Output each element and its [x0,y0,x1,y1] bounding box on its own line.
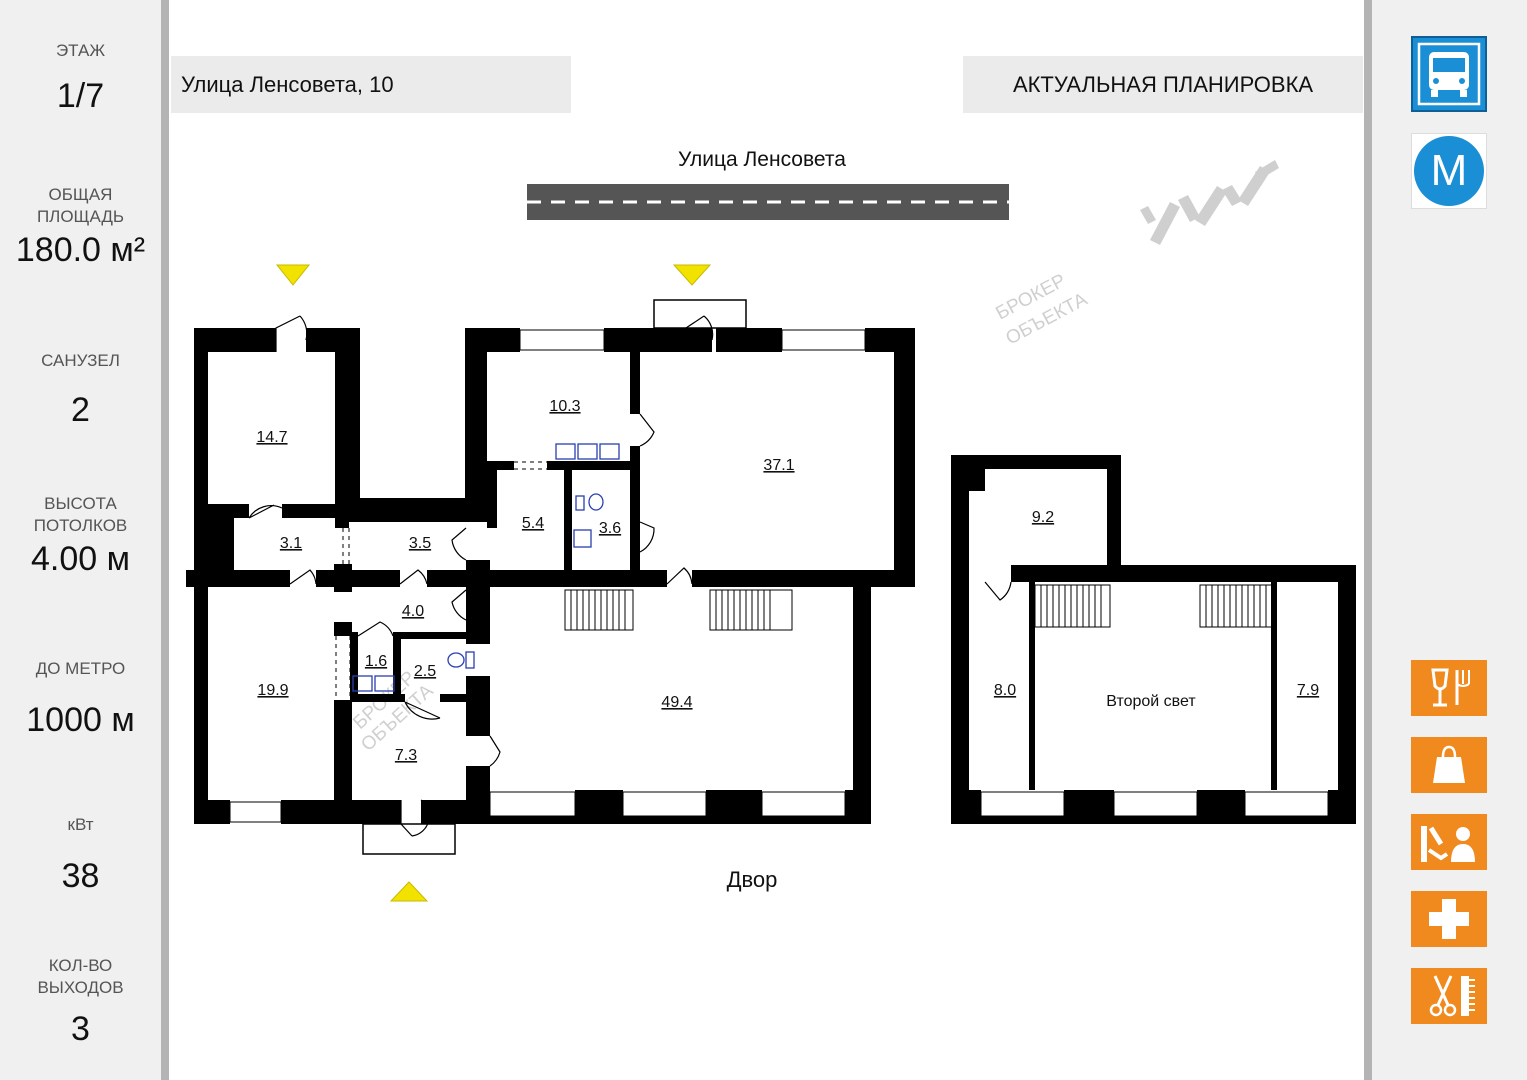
walls [186,328,1356,824]
entrance-marker-top-center [672,264,712,286]
plan-title-text: АКТУАЛЬНАЯ ПЛАНИРОВКА [1012,71,1314,97]
stat-floor-value: 1/7 [56,77,105,115]
metro-icon: M [1411,133,1487,209]
room-area-3-6: 3.6 [599,520,621,537]
address-box: Улица Ленсовета, 10 [171,56,571,113]
room-labels: 14.7 10.3 37.1 5.4 3.6 3.1 3.5 4.0 1.6 2… [256,398,1319,764]
room-area-7-9: 7.9 [1297,682,1319,699]
room-area-49-4: 49.4 [661,694,692,711]
entrance-marker-top-left [275,264,311,286]
shopping-icon [1411,737,1487,793]
room-area-3-1: 3.1 [280,535,302,552]
second-light-label: Второй свет [1106,693,1196,710]
beauty-salon-icon [1411,814,1487,870]
stat-exits: КОЛ-ВО ВЫХОДОВ 3 [0,955,161,1049]
room-area-19-9: 19.9 [257,682,288,699]
stat-total-area-value: 180.0 м² [15,231,146,269]
left-divider [161,0,169,1080]
plumbing-fixtures [352,443,620,692]
room-area-1-6: 1.6 [365,653,387,670]
room-area-14-7: 14.7 [256,429,287,446]
room-area-10-3: 10.3 [549,398,580,415]
plan-title-box: АКТУАЛЬНАЯ ПЛАНИРОВКА [963,56,1363,113]
openings [335,461,547,700]
room-area-2-5: 2.5 [414,663,436,680]
stat-bathroom: САНУЗЕЛ 2 [0,350,161,430]
porch-top [653,299,747,329]
stat-bathroom-label: САНУЗЕЛ [41,351,120,370]
stat-exits-value: 3 [71,1010,90,1048]
pharmacy-icon [1411,891,1487,947]
stat-total-area: ОБЩАЯ ПЛОЩАДЬ 180.0 м² [0,184,161,270]
stat-exits-label: КОЛ-ВО ВЫХОДОВ [37,956,124,997]
metro-letter: M [1430,146,1468,195]
stat-floor-label: ЭТАЖ [55,41,106,60]
room-area-9-2: 9.2 [1032,509,1054,526]
barber-icon [1411,968,1487,1024]
room-area-8-0: 8.0 [994,682,1016,699]
info-sidebar: ЭТАЖ 1/7 ОБЩАЯ ПЛОЩАДЬ 180.0 м² САНУЗЕЛ … [0,0,161,1080]
stat-floor: ЭТАЖ 1/7 [0,40,161,116]
bus-icon [1411,36,1487,112]
stat-metro-distance: ДО МЕТРО 1000 м [0,658,161,740]
right-divider [1364,0,1372,1080]
yard-label: Двор [727,867,778,892]
stat-power-label: кВт [67,815,94,834]
stairs [564,584,1276,631]
room-area-7-3: 7.3 [395,747,417,764]
stat-power-value: 38 [61,857,100,895]
address-text: Улица Ленсовета, 10 [181,71,394,97]
windows [229,329,1329,823]
room-area-3-5: 3.5 [409,535,431,552]
stat-power: кВт 38 [0,814,161,896]
stat-total-area-label: ОБЩАЯ ПЛОЩАДЬ [36,185,125,226]
restaurant-icon [1411,660,1487,716]
room-area-4-0: 4.0 [402,603,424,620]
stat-metro-distance-label: ДО МЕТРО [35,659,126,678]
stat-ceiling-height-label: ВЫСОТА ПОТОЛКОВ [33,494,128,535]
room-area-37-1: 37.1 [763,457,794,474]
stat-ceiling-height: ВЫСОТА ПОТОЛКОВ 4.00 м [0,493,161,579]
stat-bathroom-value: 2 [71,391,90,429]
stat-metro-distance-value: 1000 м [26,701,135,739]
porch-bottom [362,823,456,855]
room-area-5-4: 5.4 [522,515,544,532]
stat-ceiling-height-value: 4.00 м [31,540,130,578]
watermark: БРОКЕР ОБЪЕКТА БРОКЕР ОБЪЕКТА [349,160,1279,756]
doors [248,315,1012,837]
street-label: Улица Ленсовета [678,148,846,171]
entrance-marker-bottom [389,881,429,902]
